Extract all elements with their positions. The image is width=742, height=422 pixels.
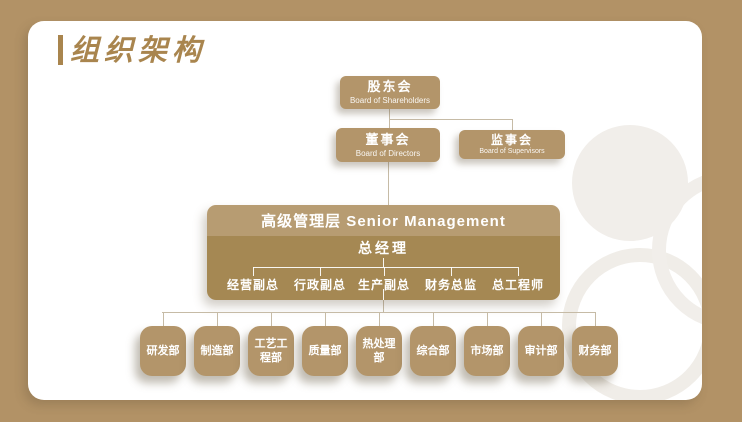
org-node-department: 审计部 bbox=[518, 326, 564, 376]
connector-position-stub bbox=[384, 267, 385, 276]
org-node-department: 研发部 bbox=[140, 326, 186, 376]
connector-directors-senior bbox=[388, 162, 389, 205]
org-node-department: 热处理部 bbox=[356, 326, 402, 376]
connector-dept-stub bbox=[325, 312, 326, 326]
position-label: 行政副总 bbox=[293, 278, 347, 292]
dept-cell: 质量部 bbox=[302, 312, 348, 376]
dept-cell: 市场部 bbox=[464, 312, 510, 376]
dept-cell: 热处理部 bbox=[356, 312, 402, 376]
connector-position-stub bbox=[253, 267, 254, 276]
position-label: 经营副总 bbox=[226, 278, 280, 292]
senior-management-header: 高级管理层 Senior Management bbox=[207, 205, 560, 236]
connector-senior-bottom-stub bbox=[383, 289, 384, 300]
connector-dept-stub bbox=[217, 312, 218, 326]
org-node-shareholders: 股东会 Board of Shareholders bbox=[340, 76, 440, 109]
title-accent-bar-icon bbox=[58, 35, 63, 65]
page-title-text: 组织架构 bbox=[70, 32, 207, 67]
connector-position-stub bbox=[320, 267, 321, 276]
connector-dept-stub bbox=[595, 312, 596, 326]
connector-senior-departments bbox=[383, 300, 384, 312]
watermark-circle-fill bbox=[572, 125, 688, 241]
org-node-department: 制造部 bbox=[194, 326, 240, 376]
org-senior-management-box: 高级管理层 Senior Management 总经理 经营副总 行政副总 生产… bbox=[207, 205, 560, 300]
dept-cell: 综合部 bbox=[410, 312, 456, 376]
org-node-department: 工艺工程部 bbox=[248, 326, 294, 376]
position-label: 财务总监 bbox=[424, 278, 478, 292]
org-node-directors-subtitle: Board of Directors bbox=[355, 148, 421, 158]
org-node-supervisors: 监事会 Board of Supervisors bbox=[459, 130, 565, 159]
connector-dept-stub bbox=[379, 312, 380, 326]
org-node-directors-title: 董事会 bbox=[365, 131, 411, 147]
connector-position-stub bbox=[451, 267, 452, 276]
page-title: 组织架构 bbox=[58, 35, 206, 65]
connector-dept-stub bbox=[487, 312, 488, 326]
org-node-department: 财务部 bbox=[572, 326, 618, 376]
org-node-shareholders-subtitle: Board of Shareholders bbox=[349, 96, 431, 105]
dept-cell: 财务部 bbox=[572, 312, 618, 376]
slide-card: 组织架构 股东会 Board of Shareholders 董事会 Board… bbox=[28, 21, 702, 400]
connector-dept-stub bbox=[541, 312, 542, 326]
dept-cell: 工艺工程部 bbox=[248, 312, 294, 376]
org-node-supervisors-subtitle: Board of Supervisors bbox=[479, 148, 545, 155]
connector-gm-stub bbox=[383, 258, 384, 267]
connector-dept-stub bbox=[271, 312, 272, 326]
watermark-ring-2 bbox=[652, 170, 702, 330]
position-label: 生产副总 bbox=[357, 278, 411, 292]
dept-cell: 制造部 bbox=[194, 312, 240, 376]
senior-management-body: 总经理 经营副总 行政副总 生产副总 财务总监 总工程师 bbox=[207, 236, 560, 300]
org-node-supervisors-title: 监事会 bbox=[490, 132, 533, 147]
connector-branch-supervisors-h bbox=[389, 119, 512, 120]
org-node-shareholders-title: 股东会 bbox=[367, 79, 413, 95]
connector-branch-supervisors-v bbox=[512, 119, 513, 130]
org-node-department: 综合部 bbox=[410, 326, 456, 376]
org-node-directors: 董事会 Board of Directors bbox=[336, 128, 440, 162]
org-node-department: 质量部 bbox=[302, 326, 348, 376]
org-node-department: 市场部 bbox=[464, 326, 510, 376]
connector-positions-rail bbox=[253, 267, 518, 268]
connector-shareholders-directors bbox=[389, 109, 390, 128]
position-label: 总工程师 bbox=[491, 278, 545, 292]
dept-cell: 审计部 bbox=[518, 312, 564, 376]
connector-position-stub bbox=[518, 267, 519, 276]
connector-dept-stub bbox=[163, 312, 164, 326]
dept-cell: 研发部 bbox=[140, 312, 186, 376]
departments-row: 研发部 制造部 工艺工程部 质量部 热处理部 综合部 bbox=[140, 312, 618, 376]
general-manager-label: 总经理 bbox=[358, 240, 409, 256]
connector-dept-stub bbox=[433, 312, 434, 326]
watermark-ring-1 bbox=[562, 248, 702, 400]
